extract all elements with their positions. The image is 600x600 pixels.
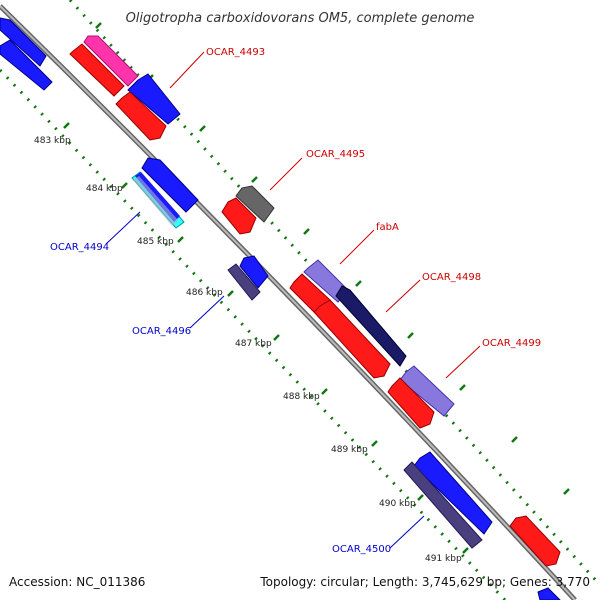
gene-label-ocar-4499: OCAR_4499 bbox=[482, 338, 541, 349]
gene-blue-left-b[interactable] bbox=[0, 39, 53, 91]
scale-label: 483 kbp bbox=[34, 136, 71, 146]
gene-red-ocar-4498[interactable] bbox=[313, 299, 391, 379]
gene-blue-ocar-4496[interactable] bbox=[239, 255, 269, 289]
outer-ticks bbox=[95, 22, 570, 495]
gene-gray-ocar-4495[interactable] bbox=[235, 185, 275, 223]
gene-red-ocar-4499[interactable] bbox=[387, 377, 435, 429]
gene-label-ocar-4494: OCAR_4494 bbox=[50, 242, 109, 253]
gene-label-faba: fabA bbox=[376, 222, 399, 233]
scale-label: 485 kbp bbox=[137, 237, 174, 247]
major-ticks bbox=[63, 122, 469, 554]
scale-label: 489 kbp bbox=[331, 445, 368, 455]
gene-slate-ocar-4500[interactable] bbox=[403, 461, 483, 549]
callout-lines bbox=[105, 51, 481, 549]
gene-navy-ocar-4498[interactable] bbox=[335, 285, 407, 367]
genome-backbone bbox=[0, 4, 577, 600]
gene-label-ocar-4495: OCAR_4495 bbox=[306, 149, 365, 160]
topology-text: Topology: circular; Length: 3,745,629 bp… bbox=[259, 575, 590, 589]
gene-ocar-4493-pink[interactable] bbox=[83, 35, 139, 87]
gene-blue-left-a[interactable] bbox=[0, 17, 47, 67]
gene-label-ocar-4500: OCAR_4500 bbox=[332, 544, 391, 555]
gene-blue-upper-a[interactable] bbox=[127, 73, 181, 125]
gene-red-upper-a[interactable] bbox=[69, 43, 125, 97]
gene-blue-ocar-4494[interactable] bbox=[141, 157, 199, 213]
gene-cyan-ocar-4494[interactable] bbox=[131, 171, 185, 229]
gene-red-lower-right[interactable] bbox=[509, 515, 561, 567]
gene-slate-ocar-4496[interactable] bbox=[227, 263, 261, 301]
scale-label: 490 kbp bbox=[379, 499, 416, 509]
scale-label: 488 kbp bbox=[283, 392, 320, 402]
map-title: Oligotropha carboxidovorans OM5, complet… bbox=[126, 11, 475, 26]
scale-label: 491 kbp bbox=[425, 554, 462, 564]
scale-label: 487 kbp bbox=[235, 339, 272, 349]
gene-blue-corner[interactable] bbox=[537, 587, 561, 600]
scale-label: 486 kbp bbox=[186, 288, 223, 298]
gene-red-ocar-4495[interactable] bbox=[221, 197, 257, 235]
gene-label-ocar-4498: OCAR_4498 bbox=[422, 272, 481, 283]
tick-track-inner bbox=[0, 68, 507, 600]
gene-label-ocar-4496: OCAR_4496 bbox=[132, 326, 191, 337]
gene-red-upper-b[interactable] bbox=[115, 91, 167, 141]
gene-label-ocar-4493: OCAR_4493 bbox=[206, 47, 265, 58]
scale-label: 484 kbp bbox=[86, 184, 123, 194]
accession-text: Accession: NC_011386 bbox=[9, 575, 145, 589]
